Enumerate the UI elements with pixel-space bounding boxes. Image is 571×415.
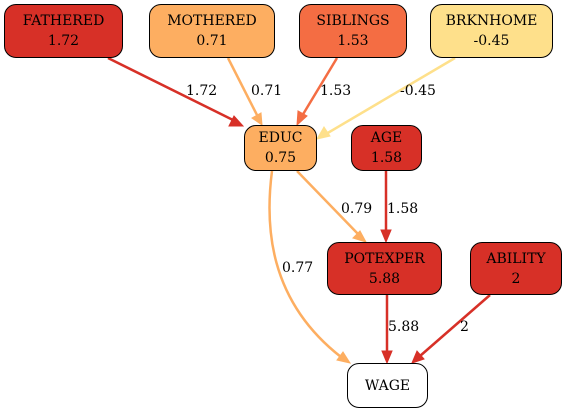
node-mothered: MOTHERED 0.71 (149, 4, 275, 58)
edge-label-potexper-wage: 5.88 (388, 319, 419, 335)
node-label: MOTHERED (167, 13, 257, 29)
node-value: 0.75 (264, 150, 297, 166)
node-label: WAGE (364, 377, 411, 394)
node-label: AGE (370, 130, 403, 146)
edge-age-potexper: 1.58 (380, 171, 418, 244)
node-wage: WAGE (347, 363, 428, 408)
edge-label-fathered-educ: 1.72 (186, 83, 217, 99)
edge-potexper-wage: 5.88 (381, 295, 419, 365)
node-value: 1.58 (370, 150, 403, 166)
edge-brknhome-educ: -0.45 (315, 56, 456, 140)
node-value: 1.53 (337, 33, 369, 49)
node-value: -0.45 (473, 33, 510, 49)
edge-ability-wage: 2 (411, 294, 491, 364)
edge-label-age-potexper: 1.58 (387, 201, 418, 217)
node-label: EDUC (258, 130, 303, 146)
node-brknhome: BRKNHOME -0.45 (430, 4, 553, 58)
node-value: 5.88 (368, 270, 401, 287)
edge-siblings-educ: 1.53 (296, 57, 351, 127)
edge-label-educ-potexper: 0.79 (341, 201, 372, 217)
node-educ: EDUC 0.75 (244, 125, 317, 171)
edge-mothered-educ: 0.71 (226, 57, 282, 127)
edge-label-educ-wage: 0.77 (282, 260, 313, 276)
node-label: ABILITY (486, 250, 546, 267)
edge-label-siblings-educ: 1.53 (320, 83, 351, 99)
node-value: 0.71 (196, 33, 228, 49)
edge-label-ability-wage: 2 (460, 319, 469, 335)
edge-label-mothered-educ: 0.71 (251, 83, 282, 99)
node-potexper: POTEXPER 5.88 (327, 242, 442, 295)
node-siblings: SIBLINGS 1.53 (299, 4, 407, 58)
edge-educ-potexper: 0.79 (296, 170, 372, 243)
edge-label-brknhome-educ: -0.45 (400, 83, 436, 99)
edge-fathered-educ: 1.72 (107, 56, 245, 127)
node-label: POTEXPER (344, 250, 425, 267)
node-value: 2 (511, 270, 521, 287)
node-label: FATHERED (22, 13, 105, 29)
node-fathered: FATHERED 1.72 (4, 4, 123, 58)
node-ability: ABILITY 2 (470, 242, 562, 295)
node-label: BRKNHOME (445, 13, 538, 29)
edge-educ-wage: 0.77 (268, 170, 352, 364)
node-value: 1.72 (47, 33, 80, 49)
node-label: SIBLINGS (316, 13, 390, 29)
node-age: AGE 1.58 (351, 125, 422, 171)
